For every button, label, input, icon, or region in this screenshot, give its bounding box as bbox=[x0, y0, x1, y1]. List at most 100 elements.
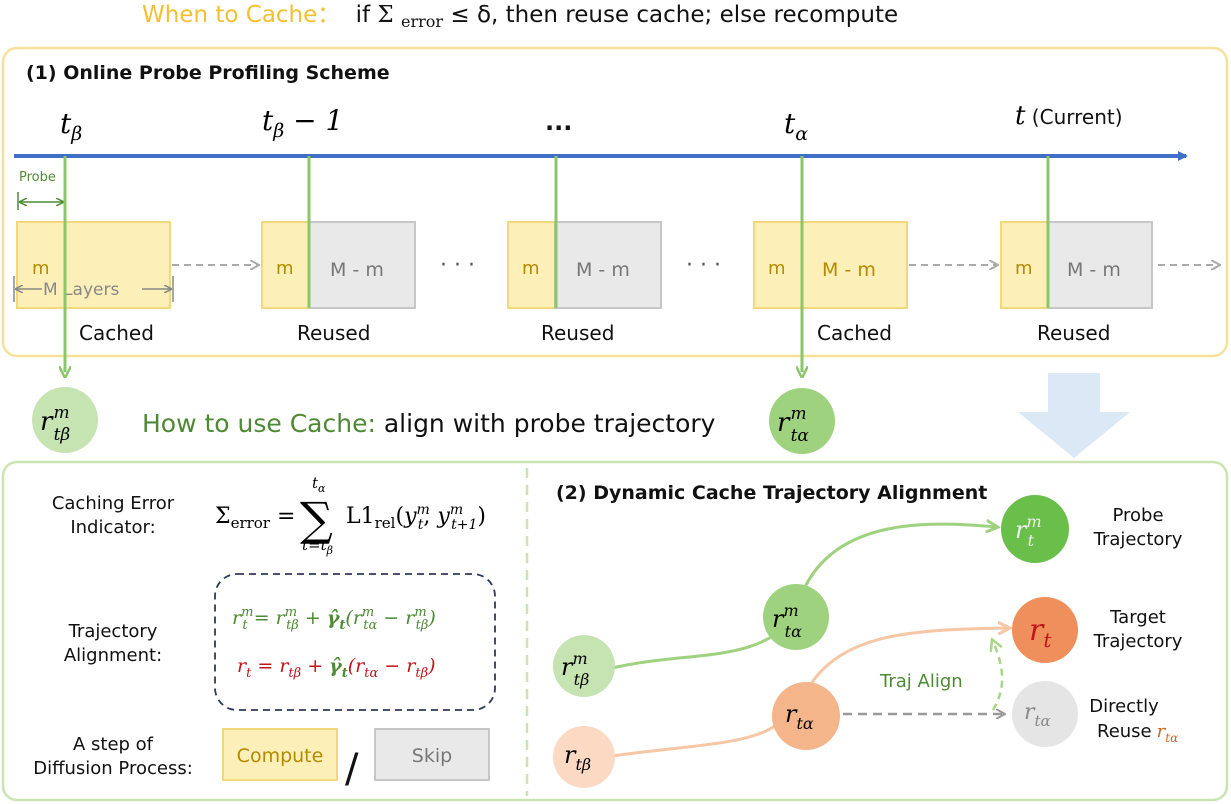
skip-legend-box bbox=[374, 728, 490, 781]
cache-rule-suffix: ≤ δ, then reuse cache; else recompute bbox=[450, 2, 898, 28]
legend-slash: / bbox=[345, 746, 359, 792]
block-cached-1 bbox=[16, 221, 171, 309]
block2-rest-part bbox=[308, 221, 416, 309]
when-to-cache-label: When to Cache： bbox=[142, 2, 340, 28]
tl0-sub: β bbox=[70, 123, 82, 145]
cef-sigma: Σerror = bbox=[215, 504, 295, 532]
node-probe-t bbox=[1001, 495, 1069, 563]
traj-align-label-2: Alignment: bbox=[64, 645, 162, 666]
probe-profiling-panel bbox=[1, 46, 1229, 358]
tl3-sub: α bbox=[795, 123, 808, 145]
probe-node-alpha bbox=[769, 388, 835, 454]
cef-upper: tα bbox=[312, 474, 326, 495]
directly-reuse-label-1: Directly bbox=[1089, 696, 1159, 717]
pnb-base: r bbox=[40, 407, 54, 437]
block2-m-label: m bbox=[276, 258, 294, 279]
node-probe-alpha bbox=[763, 584, 829, 650]
block5-m-part bbox=[1000, 221, 1049, 309]
block1-m-label: m bbox=[32, 258, 50, 279]
pnb-sub: tβ bbox=[54, 425, 71, 445]
probe-node-beta bbox=[32, 387, 98, 453]
block5-rest-label: M - m bbox=[1067, 259, 1121, 281]
traj-align-arrow bbox=[993, 644, 1004, 711]
status-reused-5: Reused bbox=[1037, 321, 1110, 345]
compute-legend-box bbox=[222, 728, 338, 781]
status-reused-3: Reused bbox=[541, 321, 614, 345]
timeline-label-ellipsis: ... bbox=[545, 108, 572, 136]
timeline-label-t-current: t (Current) bbox=[1015, 101, 1123, 131]
traj-align-label-1: Trajectory bbox=[68, 621, 158, 642]
status-reused-2: Reused bbox=[297, 321, 370, 345]
block5-m-label: m bbox=[1015, 258, 1033, 279]
block-cached-4 bbox=[753, 221, 908, 309]
block5-rest-part bbox=[1047, 221, 1153, 309]
tl1-suffix: − 1 bbox=[284, 104, 343, 137]
tl4-suffix: (Current) bbox=[1025, 105, 1122, 129]
cache-rule-prefix: if bbox=[356, 2, 378, 28]
caching-error-label-2: Indicator: bbox=[70, 517, 155, 538]
probe-trajectory-label-1: Probe bbox=[1112, 505, 1163, 526]
timeline-label-t-beta-minus-1: tβ − 1 bbox=[262, 104, 343, 142]
block2-rest-label: M - m bbox=[330, 259, 384, 281]
step-label-2: Diffusion Process: bbox=[33, 758, 193, 779]
pna-sup: m bbox=[790, 404, 806, 424]
node-target-beta bbox=[553, 726, 615, 788]
tl4-base: t bbox=[1015, 101, 1026, 131]
tl1-sub: β bbox=[272, 120, 284, 142]
cache-rule-sub: error bbox=[401, 12, 443, 31]
probe-label: Probe bbox=[19, 170, 56, 185]
block4-m-label: m bbox=[768, 258, 786, 279]
dots-1: · · · bbox=[440, 253, 475, 278]
traj-align-label: Traj Align bbox=[879, 671, 963, 692]
node-target-t bbox=[1012, 597, 1078, 663]
tl0-base: t bbox=[60, 107, 72, 140]
node-direct-reuse bbox=[1012, 681, 1078, 747]
big-down-arrow bbox=[1018, 373, 1130, 458]
timeline-label-t-beta: tβ bbox=[60, 107, 82, 145]
block4-rest-label: M - m bbox=[822, 259, 876, 281]
cef-lower: t=tβ bbox=[302, 536, 333, 557]
target-trajectory-label-2: Trajectory bbox=[1093, 631, 1183, 652]
alignment-formula-box bbox=[214, 573, 496, 711]
mlayers-label: M Layers bbox=[43, 280, 119, 300]
status-cached-4: Cached bbox=[817, 321, 892, 345]
header: When to Cache： if Σ error ≤ δ, then reus… bbox=[142, 2, 898, 33]
pnb-sup: m bbox=[53, 403, 69, 423]
block3-rest-label: M - m bbox=[576, 259, 630, 281]
node-probe-beta bbox=[553, 635, 615, 697]
dots-2: · · · bbox=[686, 253, 721, 278]
skip-legend-label: Skip bbox=[412, 745, 452, 767]
pna-sub: tα bbox=[791, 426, 810, 446]
node-target-alpha bbox=[772, 682, 840, 750]
how-to-use-cache: How to use Cache: align with probe traje… bbox=[142, 409, 716, 438]
target-curve-1 bbox=[611, 723, 777, 758]
compute-legend-label: Compute bbox=[237, 745, 324, 767]
probe-curve-2 bbox=[798, 524, 996, 599]
step-label-1: A step of bbox=[73, 734, 154, 755]
section1-title: (1) Online Probe Profiling Scheme bbox=[26, 62, 390, 84]
cache-rule-sigma: Σ bbox=[377, 2, 393, 28]
how-to-text: align with probe trajectory bbox=[376, 409, 716, 438]
block3-m-label: m bbox=[522, 258, 540, 279]
caching-error-label-1: Caching Error bbox=[52, 493, 175, 514]
bottom-panel bbox=[1, 460, 1229, 802]
cef-sum: ∑ bbox=[300, 492, 333, 546]
probe-trajectory-label-2: Trajectory bbox=[1093, 529, 1183, 550]
alignment-formula-target: rt = rtβ + γ̂t(rtα − rtβ) bbox=[237, 655, 436, 681]
target-trajectory-label-1: Target bbox=[1109, 607, 1166, 628]
section2-title: (2) Dynamic Cache Trajectory Alignment bbox=[556, 482, 987, 504]
directly-reuse-word: Reuse bbox=[1097, 721, 1152, 742]
tl1-base: t bbox=[262, 104, 274, 137]
timeline-label-t-alpha: tα bbox=[784, 107, 808, 145]
tl3-base: t bbox=[784, 107, 796, 140]
how-to-label: How to use Cache: bbox=[142, 409, 376, 438]
target-curve-2 bbox=[804, 628, 1008, 693]
pna-base: r bbox=[777, 408, 791, 438]
